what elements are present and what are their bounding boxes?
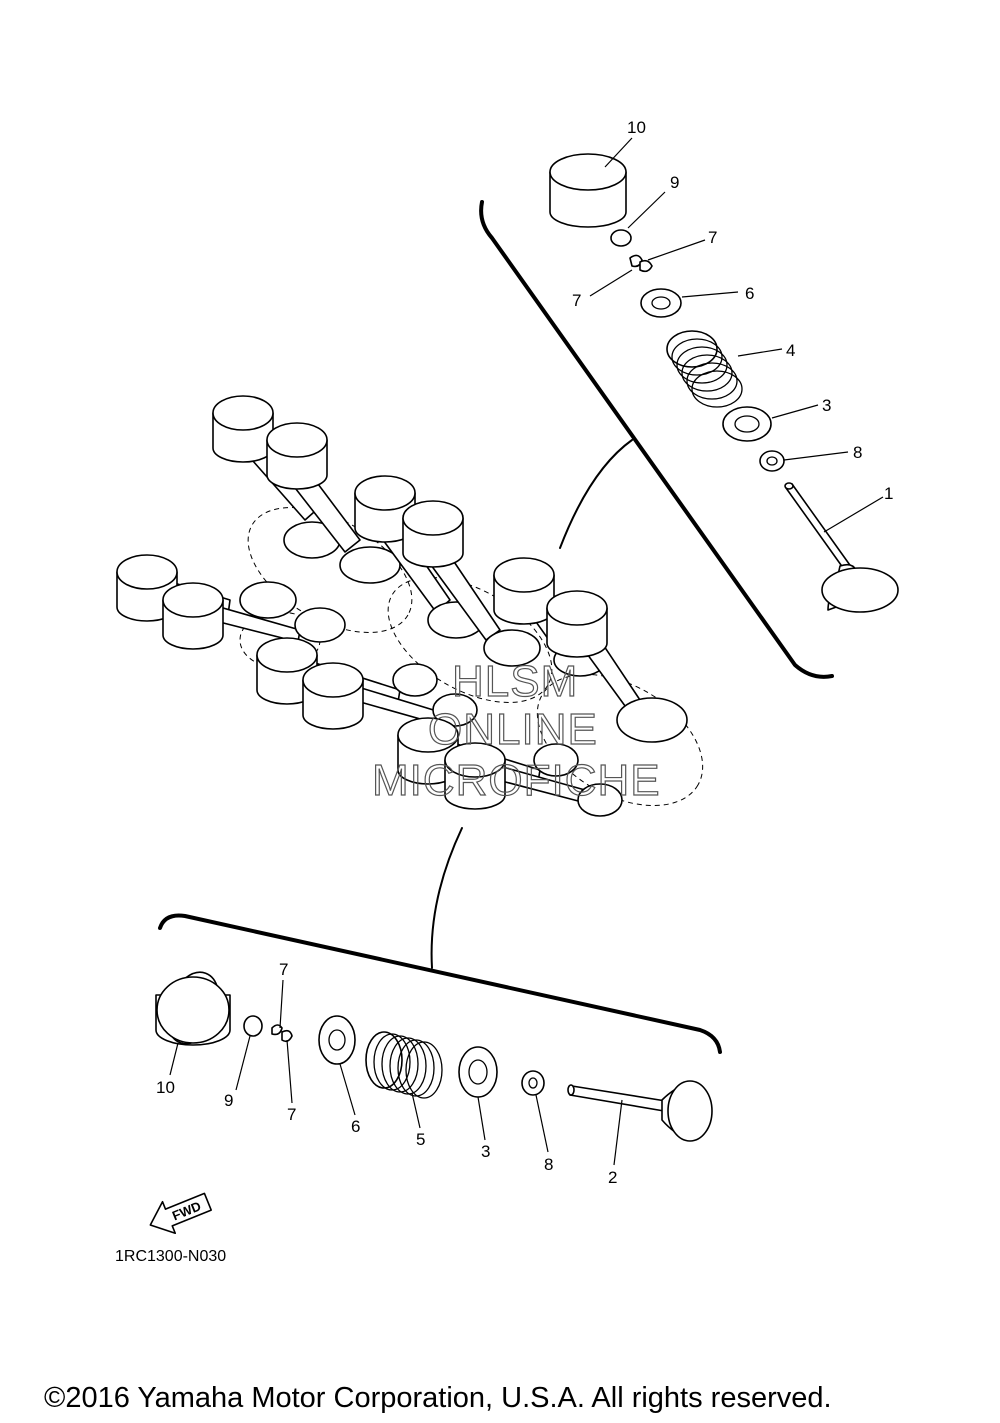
- bottom-detail-bracket: [158, 913, 722, 1054]
- watermark-line-3: MICROFICHE: [372, 756, 661, 805]
- fwd-arrow-icon: FWD: [149, 1192, 212, 1235]
- adjusting-pad-bottom: [243, 1015, 263, 1037]
- callout-top-1: 1: [884, 484, 893, 503]
- callout-top-10: 10: [627, 118, 646, 137]
- callout-bottom-7a: 7: [279, 960, 288, 979]
- valve-cotter-bottom: [271, 1024, 293, 1043]
- watermark-line-1: HLSM: [452, 657, 578, 706]
- valve-stem-seal-top: [759, 450, 785, 472]
- intake-valve-top: [784, 482, 899, 613]
- valve-spring-top: [666, 330, 743, 408]
- callout-bottom-10: 10: [156, 1078, 175, 1097]
- callout-bottom-3: 3: [481, 1142, 490, 1161]
- valve-lifter-bottom: [155, 971, 231, 1046]
- callout-top-8: 8: [853, 443, 862, 462]
- valve-assembly-cluster: [116, 395, 688, 817]
- valve-spring-bottom: [365, 1031, 443, 1099]
- callout-top-6: 6: [745, 284, 754, 303]
- top-callouts: 10 9 7 7 6 4 3 8 1: [572, 118, 893, 503]
- callout-bottom-5: 5: [416, 1130, 425, 1149]
- assembly-unit: [444, 742, 623, 817]
- bottom-callouts: 7 10 9 7 6 5 3 8 2: [156, 960, 617, 1187]
- callout-bottom-8: 8: [544, 1155, 553, 1174]
- callout-bottom-9: 9: [224, 1091, 233, 1110]
- callout-bottom-2: 2: [608, 1168, 617, 1187]
- assembly-unit: [266, 422, 401, 584]
- adjusting-pad-top: [610, 229, 632, 247]
- assembly-unit: [302, 662, 478, 730]
- bottom-bracket-connector: [430, 827, 463, 969]
- assembly-unit: [546, 590, 688, 743]
- copyright-notice: ©2016 Yamaha Motor Corporation, U.S.A. A…: [44, 1382, 832, 1414]
- callout-top-4: 4: [786, 341, 795, 360]
- callout-top-9: 9: [670, 173, 679, 192]
- assembly-unit: [116, 554, 297, 622]
- valve-spring-retainer-bottom: [318, 1015, 356, 1065]
- bottom-leaders: [169, 979, 623, 1166]
- watermark: HLSM ONLINE MICROFICHE: [371, 656, 661, 805]
- exhaust-valve-bottom: [567, 1080, 713, 1142]
- watermark-line-2: ONLINE: [428, 705, 598, 754]
- top-detail-bracket: [479, 200, 834, 679]
- callout-top-7a: 7: [708, 228, 717, 247]
- valve-spring-seat-bottom: [458, 1046, 498, 1098]
- top-bracket-connector: [559, 439, 633, 549]
- valve-stem-seal-bottom: [521, 1070, 545, 1096]
- callout-bottom-7b: 7: [287, 1105, 296, 1124]
- assembly-unit: [162, 582, 346, 650]
- valve-spring-seat-top: [722, 406, 772, 442]
- valve-lifter-top: [549, 153, 627, 228]
- assembly-unit: [402, 500, 541, 667]
- valve-cotter-top: [629, 254, 653, 273]
- valve-spring-retainer-top: [640, 288, 682, 318]
- top-leaders: [589, 137, 884, 533]
- callout-bottom-6: 6: [351, 1117, 360, 1136]
- callout-top-7b: 7: [572, 291, 581, 310]
- callout-top-3: 3: [822, 396, 831, 415]
- diagram-code: 1RC1300-N030: [115, 1248, 226, 1265]
